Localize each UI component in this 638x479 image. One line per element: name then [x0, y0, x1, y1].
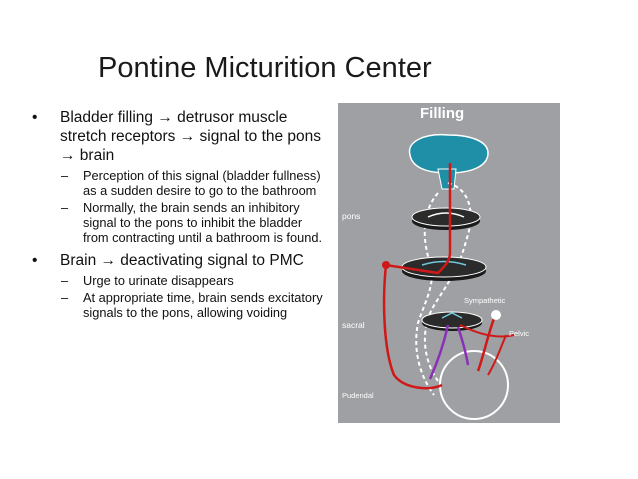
- nerve-node-icon: [382, 261, 390, 269]
- pudendal-nerve-line: [428, 324, 450, 380]
- neural-pathway-illustration: [382, 133, 515, 420]
- micturition-diagram: Filling pons Sympathetic sacral Pelvic P…: [338, 103, 560, 423]
- bullet-item: • Bladder filling → detrusor muscle stre…: [30, 108, 330, 165]
- label-sacral: sacral: [342, 320, 365, 330]
- afferent-pathway-line: [423, 182, 472, 382]
- sub-bullet-text: At appropriate time, brain sends excitat…: [83, 290, 323, 320]
- bullet-dot-icon: •: [32, 109, 38, 126]
- sub-bullet-item: – Perception of this signal (bladder ful…: [30, 168, 330, 198]
- sub-bullet-dash-icon: –: [61, 200, 69, 215]
- brainstem-icon: [437, 168, 457, 190]
- sub-bullet-dash-icon: –: [61, 290, 69, 305]
- sub-bullet-item: – Normally, the brain sends an inhibitor…: [30, 200, 330, 245]
- pelvic-nerve-line: [459, 324, 515, 338]
- bullet-dot-icon: •: [32, 252, 38, 269]
- sub-bullet-dash-icon: –: [61, 273, 69, 288]
- bullet-item: • Brain → deactivating signal to PMC: [30, 251, 330, 270]
- label-pons: pons: [342, 211, 361, 221]
- bladder-icon: [439, 350, 509, 420]
- bullet-text: Brain → deactivating signal to PMC: [60, 252, 304, 269]
- sub-bullet-item: – At appropriate time, brain sends excit…: [30, 290, 330, 320]
- sub-bullet-text: Perception of this signal (bladder fulln…: [83, 168, 321, 198]
- bullet-list: • Bladder filling → detrusor muscle stre…: [30, 108, 330, 322]
- sub-bullet-text: Urge to urinate disappears: [83, 273, 234, 288]
- figure-title: Filling: [420, 105, 465, 122]
- brain-icon: [408, 133, 489, 174]
- slide-title: Pontine Micturition Center: [98, 52, 432, 84]
- ganglion-icon: [491, 310, 501, 320]
- label-pudendal: Pudendal: [342, 391, 374, 400]
- sub-bullet-text: Normally, the brain sends an inhibitory …: [83, 200, 322, 245]
- sub-bullet-item: – Urge to urinate disappears: [30, 273, 330, 288]
- label-pelvic: Pelvic: [509, 329, 530, 338]
- label-sympathetic: Sympathetic: [464, 296, 506, 305]
- bullet-text: Bladder filling → detrusor muscle stretc…: [60, 109, 322, 164]
- sub-bullet-dash-icon: –: [61, 168, 69, 183]
- efferent-nerve-line: [382, 163, 452, 390]
